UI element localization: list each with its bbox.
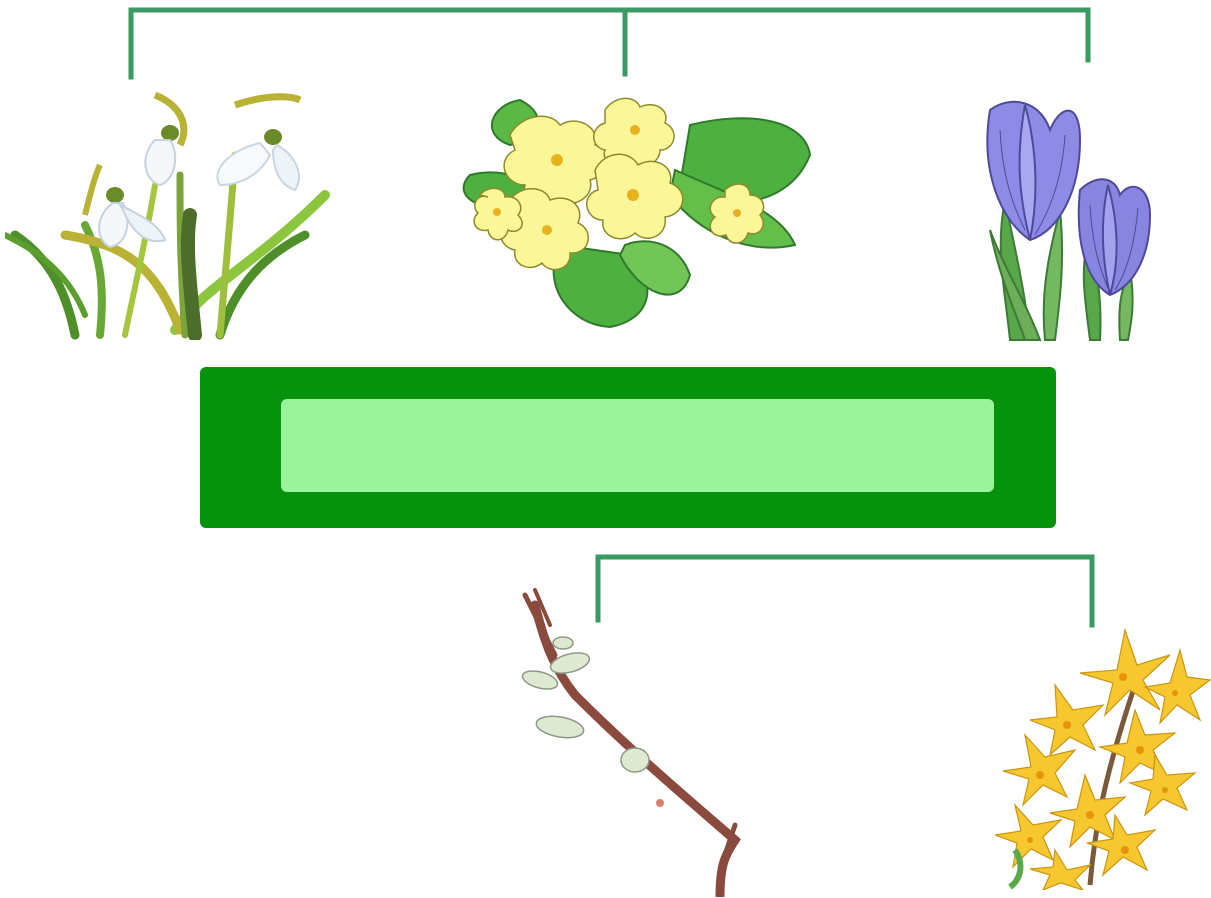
title-box bbox=[200, 367, 1056, 528]
forsythia-icon bbox=[995, 625, 1211, 890]
primrose-icon bbox=[450, 95, 815, 330]
title-text bbox=[281, 399, 994, 492]
willow-branch-icon bbox=[515, 585, 755, 897]
snowdrop-icon bbox=[5, 85, 335, 340]
crocus-icon bbox=[970, 90, 1155, 345]
top-bracket-line bbox=[131, 10, 1088, 77]
